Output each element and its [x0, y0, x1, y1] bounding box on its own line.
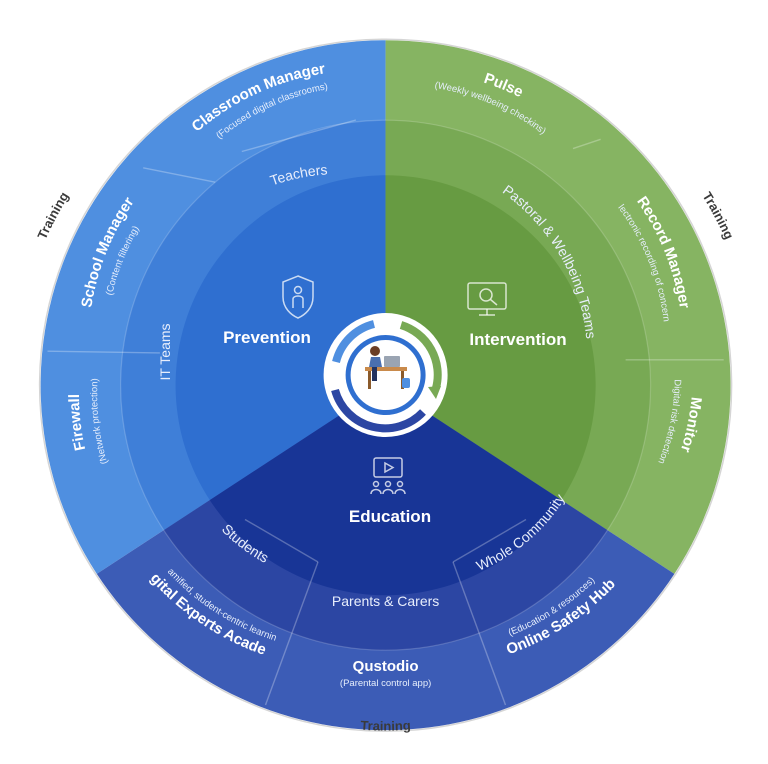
student-at-laptop-illustration: [365, 346, 410, 389]
training-label-bottom: Training: [360, 718, 411, 734]
parents-carers-label: Parents & Carers: [332, 593, 439, 609]
shield-person-icon: [282, 275, 314, 319]
training-ring: [38, 38, 733, 732]
intervention-core: [385, 175, 596, 501]
video-audience-icon: [370, 457, 406, 495]
education-label: Education: [349, 507, 431, 526]
hub-arrow-blue: [331, 388, 426, 433]
prevention-label: Prevention: [223, 328, 311, 347]
hub-arrow-green: [399, 321, 442, 390]
center-hub: [323, 313, 448, 437]
monitor-search-icon: [467, 282, 507, 316]
segment-dividers: [47, 119, 724, 706]
qustodio-desc: (Parental control app): [340, 678, 431, 689]
training-label-right: Training: [700, 189, 737, 241]
firewall-label: Firewall: [66, 394, 89, 452]
intervention-label: Intervention: [469, 330, 566, 349]
product-band-border: [120, 119, 652, 651]
hub-arrow-lightblue: [332, 320, 376, 364]
training-label-left: Training: [34, 189, 71, 241]
qustodio-label: Qustodio: [353, 658, 419, 675]
prevention-core: [175, 175, 386, 501]
it-teams-label: IT Teams: [157, 323, 173, 380]
